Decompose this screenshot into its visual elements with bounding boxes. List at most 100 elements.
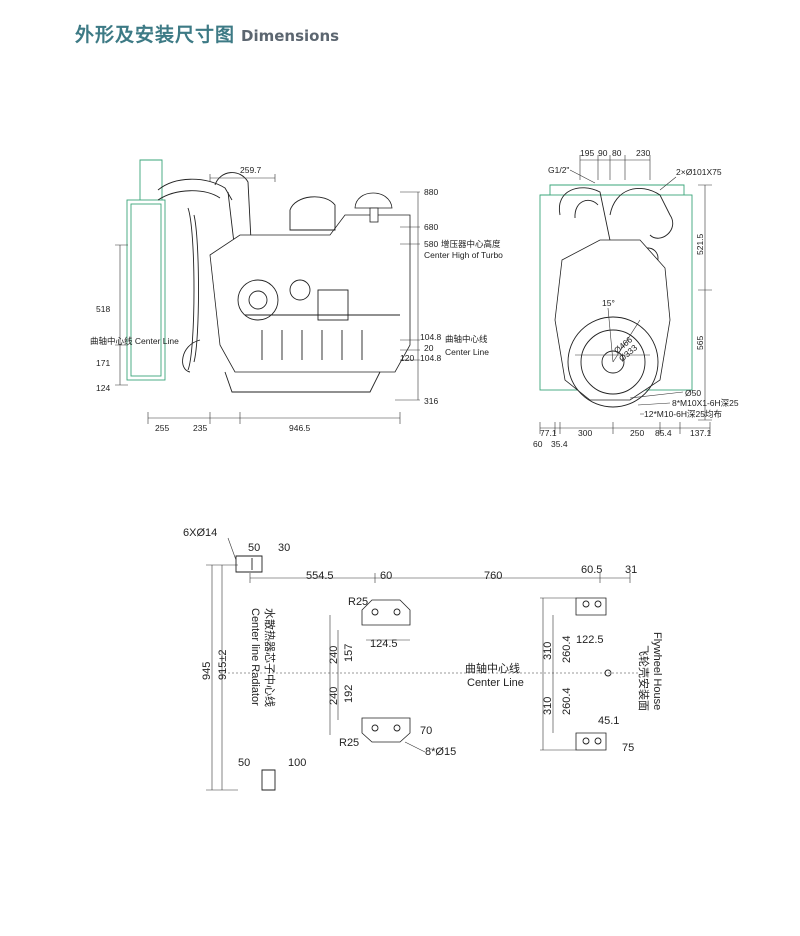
holes-bottom: 8*Ø15: [425, 746, 456, 758]
radiator-inner: [130, 203, 162, 377]
dim-240-down: 240: [328, 687, 340, 705]
dim-120: 120: [400, 353, 414, 363]
flywheel-zh: 飞轮壳安装面: [637, 645, 651, 711]
dim-310-up: 310: [542, 642, 554, 660]
pipe-label: G1/2": [548, 165, 569, 175]
filter: [317, 289, 349, 321]
end-view: 195 90 80 230 G1/2" 2×Ø101X75 521.5 565 …: [533, 148, 739, 449]
radiator-bracket-bottom: [261, 769, 276, 791]
dim-250: 250: [630, 428, 644, 438]
pulley: [237, 279, 279, 321]
side-view: 259.7 880 680 580 增压器中心高度 Center High of…: [90, 159, 503, 433]
turbo: [289, 196, 336, 231]
front-foot-bottom: [361, 717, 411, 743]
dim-195: 195: [580, 148, 594, 158]
dim-915: 915±2: [217, 649, 229, 680]
dim-259-7: 259.7: [240, 165, 262, 175]
lower-hose: [182, 339, 201, 373]
hole-m10-8: 8*M10X1-6H深25: [672, 398, 739, 408]
dim-171: 171: [96, 358, 110, 368]
rear-foot-bottom: [575, 732, 607, 751]
dim-680: 680: [424, 222, 438, 232]
crank-label-zh: 曲轴中心线: [445, 334, 488, 344]
dim-124-5: 124.5: [370, 638, 398, 650]
intake-pipe: [157, 178, 233, 201]
crank-center: [604, 669, 612, 677]
dim-260-4-up: 260.4: [561, 635, 573, 663]
front-foot-top: [361, 599, 411, 626]
end-block: [554, 239, 671, 401]
oil-pan: [224, 371, 381, 393]
dim-90: 90: [598, 148, 608, 158]
flywheel-housing: [567, 316, 659, 408]
radiator-en: Center line Radiator: [249, 608, 261, 706]
dim-192: 192: [343, 685, 355, 703]
dim-35-4: 35.4: [551, 439, 568, 449]
engine-block: [209, 214, 411, 373]
dim-565: 565: [695, 336, 705, 350]
flywheel: [580, 329, 646, 395]
fan-blade: [187, 207, 199, 371]
dim-80: 80: [612, 148, 622, 158]
dim-31: 31: [625, 564, 637, 576]
dim-60-end: 60: [533, 439, 543, 449]
radius-bottom: R25: [339, 737, 359, 749]
page-title: 外形及安装尺寸图 Dimensions: [75, 20, 339, 50]
dim-518: 518: [96, 304, 110, 314]
hole-phi50: Ø50: [685, 388, 701, 398]
dim-30-top: 30: [278, 542, 290, 554]
dim-255: 255: [155, 423, 169, 433]
crank-label-en: Center Line: [445, 347, 489, 357]
dim-157: 157: [343, 644, 355, 662]
turbo-center-en: Center High of Turbo: [424, 250, 503, 260]
rear-foot-top: [575, 597, 607, 616]
dim-85-4: 85.4: [655, 428, 672, 438]
dim-580: 580: [424, 239, 438, 249]
end-pipe-left: [558, 187, 613, 251]
breather-cap: [354, 192, 393, 209]
holes-top: 6XØ14: [183, 527, 217, 539]
radiator-zh: 水散热器芯子中心线: [263, 608, 277, 707]
flange-label: 2×Ø101X75: [676, 167, 722, 177]
crank-zh: 曲轴中心线: [465, 661, 520, 675]
dim-50-top: 50: [248, 542, 260, 554]
dim-104-8-b: 104.8: [420, 353, 442, 363]
title-en: Dimensions: [241, 27, 340, 45]
dim-521-5: 521.5: [695, 233, 705, 255]
dim-946-5: 946.5: [289, 423, 311, 433]
dim-880: 880: [424, 187, 438, 197]
dim-137-1: 137.1: [690, 428, 712, 438]
title-zh: 外形及安装尺寸图: [75, 24, 236, 46]
dim-50-bottom: 50: [238, 757, 250, 769]
dim-235: 235: [193, 423, 207, 433]
crank-en: Center Line: [467, 677, 524, 689]
dim-20: 20: [424, 343, 434, 353]
mount-plan: 6XØ14 50 30 554.5 60 760 60.5 31 R25 124…: [183, 527, 663, 791]
span-760: 760: [484, 570, 502, 582]
dim-100-bottom: 100: [288, 757, 306, 769]
dim-75: 75: [622, 742, 634, 754]
block-ribs: [245, 314, 400, 360]
dim-316: 316: [424, 396, 438, 406]
dim-260-4-down: 260.4: [561, 687, 573, 715]
dim-310-down: 310: [542, 697, 554, 715]
dim-124: 124: [96, 383, 110, 393]
angle-15: 15°: [602, 298, 615, 308]
dim-300: 300: [578, 428, 592, 438]
dim-77-1: 77.1: [540, 428, 557, 438]
dim-122-5: 122.5: [576, 634, 604, 646]
turbo-center-zh: 增压器中心高度: [441, 239, 501, 249]
span-554-5: 554.5: [306, 570, 334, 582]
radiator-core: [126, 199, 166, 381]
flywheel-en: Flywheel House: [651, 632, 663, 710]
dim-230: 230: [636, 148, 650, 158]
radiator-bracket: [139, 159, 163, 200]
end-pipe-right: [609, 187, 673, 239]
dim-945: 945: [201, 662, 213, 680]
radius-top: R25: [348, 596, 368, 608]
dim-240-up: 240: [328, 646, 340, 664]
radiator-bracket-top: [235, 555, 263, 573]
dim-104-8-a: 104.8: [420, 332, 442, 342]
dim-70: 70: [420, 725, 432, 737]
